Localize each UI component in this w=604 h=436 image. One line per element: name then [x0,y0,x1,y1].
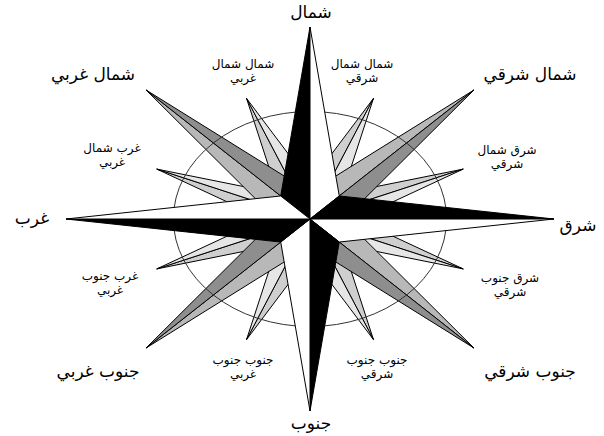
direction-label: جنوب [291,414,331,434]
direction-label: غرب شمال غربي [75,142,149,170]
direction-label: شمال شمال شرقي [325,58,399,86]
direction-label: غرب جنوب غربي [73,270,147,298]
direction-label: شمال شمال غربي [206,58,280,86]
direction-label: جنوب شرقي [484,362,576,382]
direction-label: شمال غربي [51,65,135,85]
direction-label: جنوب جنوب شرقي [340,354,414,382]
direction-label: غرب [15,209,49,229]
direction-label: شمال شرقي [484,65,577,85]
direction-label: جنوب غربي [57,362,140,382]
direction-label: شرق جنوب شرقي [473,272,547,300]
direction-label: شرق [560,216,597,236]
direction-label: شمال [290,3,332,23]
cardinal-points [66,27,554,411]
direction-label: جنوب جنوب غربي [206,354,280,382]
direction-label: شرق شمال شرقي [470,144,544,172]
